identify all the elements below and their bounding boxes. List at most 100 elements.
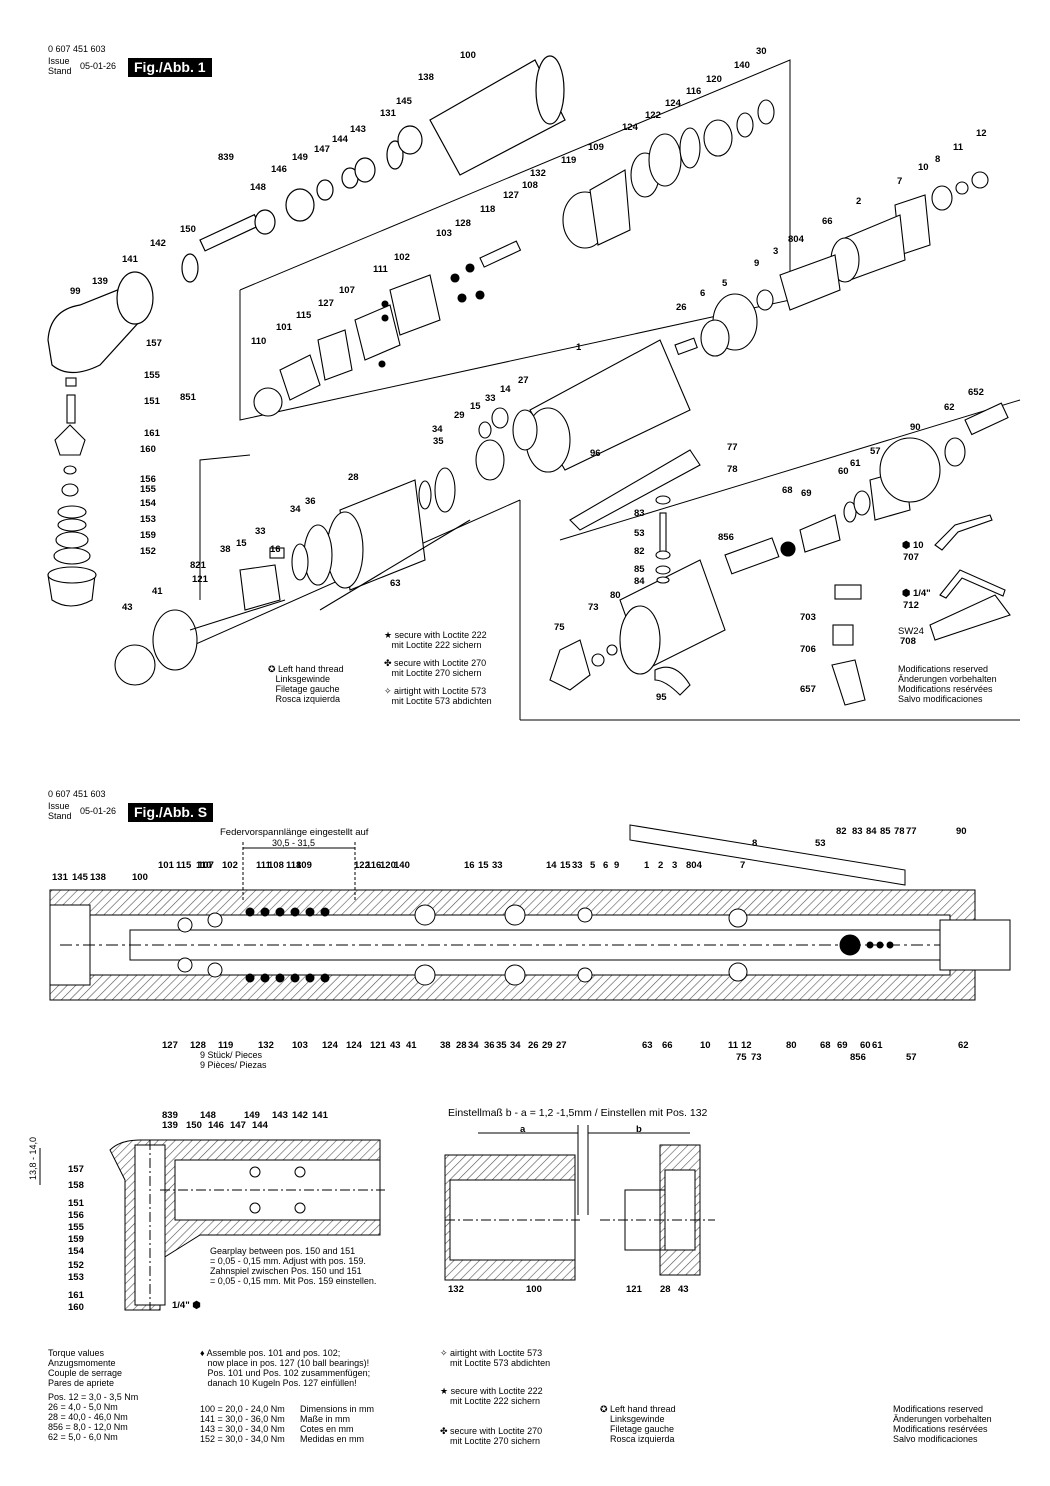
gearplay-note: Gearplay between pos. 150 and 151= 0,05 …	[210, 1246, 377, 1286]
section-callout: 140	[394, 860, 410, 871]
part-callout: 68	[782, 485, 793, 496]
part-callout: 62	[944, 402, 955, 413]
part-callout: 154	[140, 498, 156, 509]
section-callout: 103	[292, 1040, 308, 1051]
part-callout: 57	[870, 446, 881, 457]
section-callout: 60	[860, 1040, 871, 1051]
section-callout: 108	[268, 860, 284, 871]
section-callout: 28	[660, 1284, 671, 1295]
section-callout: 101	[158, 860, 174, 871]
part-callout: 140	[734, 60, 750, 71]
section-callout: 144	[252, 1120, 268, 1131]
part-callout: 804	[788, 234, 804, 245]
part-callout: 96	[590, 448, 601, 459]
part-callout: 128	[455, 218, 471, 229]
part-callout: 160	[140, 444, 156, 455]
part-callout: 15	[236, 538, 247, 549]
section-callout: 80	[786, 1040, 797, 1051]
part-callout: 120	[706, 74, 722, 85]
part-callout: 121	[192, 574, 208, 585]
part-callout: 30	[756, 46, 767, 57]
section-callout: 153	[68, 1272, 84, 1283]
part-callout: 78	[727, 464, 738, 475]
section-callout: 121	[370, 1040, 386, 1051]
section-callout: 141	[312, 1110, 328, 1121]
section-callout: 157	[68, 1164, 84, 1175]
part-callout: 132	[530, 168, 546, 179]
part-callout: 29	[454, 410, 465, 421]
detail-angle-head	[39, 1139, 385, 1311]
torque-row: 143 = 30,0 - 34,0 Nm	[200, 1424, 285, 1434]
torque-row: 28 = 40,0 - 46,0 Nm	[48, 1412, 128, 1422]
part-callout: 108	[522, 180, 538, 191]
section-callout: 124	[346, 1040, 362, 1051]
part-callout: 708	[900, 636, 916, 647]
torque-row: 856 = 8,0 - 12,0 Nm	[48, 1422, 128, 1432]
part-callout: 652	[968, 387, 984, 398]
part-callout: 99	[70, 286, 81, 297]
section-callout: 161	[68, 1290, 84, 1301]
part-callout: 712	[903, 600, 919, 611]
dim-height-label: 13,8 - 14,0	[28, 1136, 38, 1180]
issue-label-2: Issue	[48, 801, 70, 811]
part-callout: 27	[518, 375, 529, 386]
dim-b-label: b	[636, 1124, 642, 1135]
doc-number-2: 0 607 451 603	[48, 789, 106, 799]
section-callout: 15	[478, 860, 489, 871]
part-callout: 156	[140, 474, 156, 485]
section-callout: 100	[132, 872, 148, 883]
part-callout: 109	[588, 142, 604, 153]
section-callout: 38	[440, 1040, 451, 1051]
part-callout: 83	[634, 508, 645, 519]
section-callout: 132	[448, 1284, 464, 1295]
part-callout: 706	[800, 644, 816, 655]
section-callout: 77	[906, 826, 917, 837]
section-callout: 143	[272, 1110, 288, 1121]
section-callout: 57	[906, 1052, 917, 1063]
section-callout: 139	[162, 1120, 178, 1131]
part-callout: 159	[140, 530, 156, 541]
part-callout: 821	[190, 560, 206, 571]
part-callout: 66	[822, 216, 833, 227]
section-callout: 142	[292, 1110, 308, 1121]
section-callout: 116	[366, 860, 382, 871]
part-callout: 110	[251, 336, 267, 347]
torque-row: 62 = 5,0 - 6,0 Nm	[48, 1432, 118, 1442]
section-callout: 63	[642, 1040, 653, 1051]
part-callout: 1	[576, 342, 582, 353]
section-callout: 151	[68, 1198, 84, 1209]
part-callout: 53	[634, 528, 645, 539]
spring-preload-value: 30,5 - 31,5	[272, 838, 316, 848]
part-callout: 141	[122, 254, 138, 265]
section-callout: 146	[208, 1120, 224, 1131]
part-callout: 111	[373, 264, 388, 275]
legend-loctite573: ✧ airtight with Loctite 573 mit Loctite …	[384, 686, 492, 706]
part-callout: 33	[485, 393, 496, 404]
section-callout: 124	[322, 1040, 338, 1051]
section-callout: 7	[740, 860, 746, 871]
part-callout: 142	[150, 238, 166, 249]
section-callout: 15	[560, 860, 571, 871]
adjust-note: Einstellmaß b - a = 1,2 -1,5mm / Einstel…	[448, 1107, 708, 1119]
part-callout: 707	[903, 552, 919, 563]
part-callout: 8	[935, 154, 941, 165]
part-callout: 149	[292, 152, 308, 163]
section-callout: 28	[456, 1040, 467, 1051]
part-callout: 75	[554, 622, 565, 633]
section-callout: 26	[528, 1040, 539, 1051]
section-callout: 122	[354, 860, 370, 871]
part-callout: 28	[348, 472, 359, 483]
part-callout: 11	[953, 142, 964, 153]
angle-head-drawing	[47, 55, 566, 374]
section-callout: 100	[526, 1284, 542, 1295]
section-callout: 66	[662, 1040, 673, 1051]
part-callout: 127	[503, 190, 519, 201]
section-callout: 148	[200, 1110, 216, 1121]
footer-loctite270: ✤ secure with Loctite 270 mit Loctite 27…	[440, 1426, 543, 1446]
part-callout: 100	[460, 50, 476, 61]
section-callout: 43	[390, 1040, 401, 1051]
